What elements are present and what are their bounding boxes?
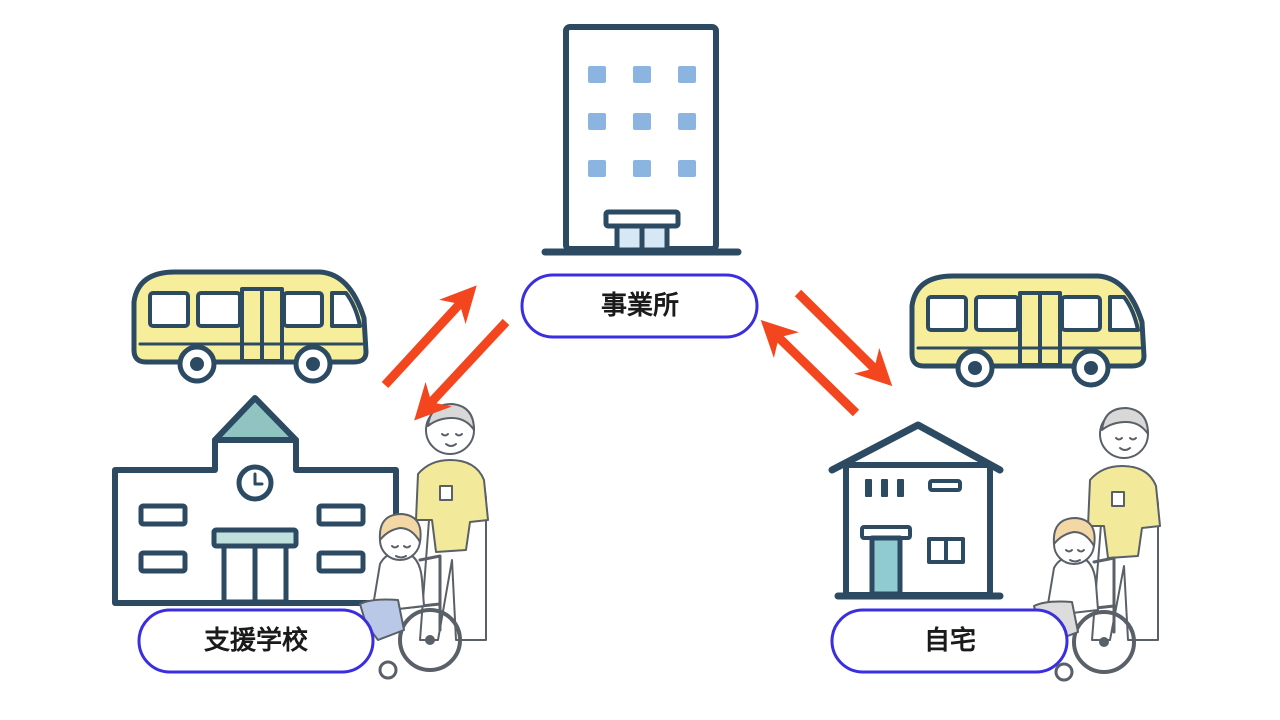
caregiver-wheelchair-icon (359, 403, 489, 680)
office-label: 事業所 (520, 273, 759, 339)
arrow-school-to-office (381, 285, 477, 389)
caregiver-wheelchair-icon (1033, 407, 1161, 682)
arrow-office-to-school (414, 318, 510, 421)
school-label: 支援学校 (137, 608, 375, 674)
school-building-icon (112, 395, 399, 606)
bus-icon (909, 273, 1147, 388)
arrow-home-to-office (760, 319, 860, 417)
school-label-text: 支援学校 (204, 625, 309, 656)
arrow-office-to-home (794, 289, 893, 387)
office-label-text: 事業所 (601, 291, 679, 321)
home-label: 自宅 (830, 608, 1069, 674)
house-icon (828, 421, 1004, 600)
bus-icon (131, 269, 369, 384)
home-label-text: 自宅 (924, 625, 976, 656)
office-building-icon (541, 24, 742, 256)
